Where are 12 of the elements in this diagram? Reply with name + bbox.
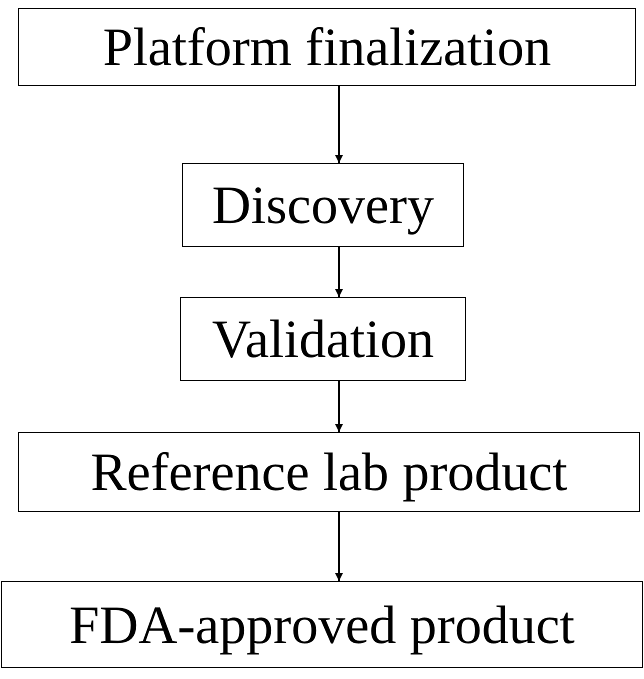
process-box: [1, 581, 643, 668]
process-box: [180, 297, 466, 381]
arrow: [335, 381, 343, 432]
process-box: [18, 8, 636, 86]
process-box: [18, 432, 640, 512]
step-label: Reference lab product: [90, 445, 568, 499]
arrow: [335, 86, 343, 163]
step-label: Validation: [212, 312, 434, 366]
arrow: [335, 512, 343, 581]
arrow: [335, 247, 343, 297]
step-label: Platform finalization: [102, 20, 552, 74]
process-box: [182, 163, 464, 247]
